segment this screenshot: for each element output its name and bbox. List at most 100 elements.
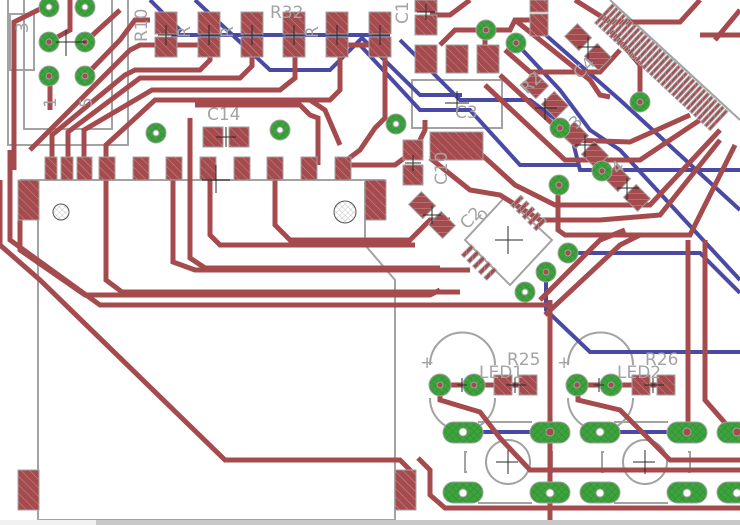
smd-pad[interactable] bbox=[515, 200, 530, 215]
smd-pad[interactable] bbox=[604, 13, 627, 36]
smd-pad[interactable] bbox=[483, 266, 498, 281]
smd-pad[interactable] bbox=[132, 156, 150, 181]
smd-pad[interactable] bbox=[689, 91, 711, 115]
smd-pad[interactable] bbox=[623, 30, 645, 53]
smd-pad[interactable] bbox=[60, 156, 74, 181]
via[interactable] bbox=[514, 281, 536, 303]
smd-pad[interactable] bbox=[678, 81, 700, 104]
smd-pad[interactable] bbox=[199, 156, 217, 181]
smd-pad[interactable] bbox=[521, 205, 536, 221]
smd-pad[interactable] bbox=[656, 61, 678, 84]
via[interactable] bbox=[548, 174, 570, 196]
via[interactable] bbox=[629, 91, 651, 113]
smd-pad[interactable] bbox=[663, 67, 685, 91]
scrollbar-thumb[interactable] bbox=[96, 520, 740, 525]
smd-pad[interactable] bbox=[520, 70, 550, 100]
led1-anode-pad[interactable] bbox=[428, 373, 452, 397]
smd-pad[interactable] bbox=[527, 211, 542, 226]
smd-pad[interactable] bbox=[466, 249, 481, 264]
smd-pad[interactable] bbox=[460, 244, 475, 259]
smd-pad[interactable] bbox=[476, 44, 500, 74]
led1-cathode-pad[interactable] bbox=[462, 373, 486, 397]
smd-pad[interactable] bbox=[707, 108, 729, 132]
smd-pad[interactable] bbox=[445, 44, 469, 74]
smd-pad[interactable] bbox=[44, 156, 58, 181]
smd-pad[interactable] bbox=[667, 71, 689, 94]
header-pad[interactable] bbox=[38, 0, 60, 18]
smd-pad[interactable] bbox=[630, 37, 652, 60]
smd-pad[interactable] bbox=[637, 44, 660, 67]
smd-pad[interactable] bbox=[477, 261, 492, 276]
header-pad[interactable] bbox=[74, 65, 96, 87]
smd-pad[interactable] bbox=[563, 22, 593, 52]
smd-pad[interactable] bbox=[76, 156, 93, 181]
smd-pad[interactable] bbox=[622, 183, 652, 213]
horizontal-scrollbar[interactable] bbox=[0, 520, 740, 525]
smd-pad[interactable] bbox=[703, 105, 725, 128]
smd-pad[interactable] bbox=[529, 0, 549, 13]
sd-shield-pad[interactable] bbox=[17, 469, 40, 511]
button1-pad[interactable] bbox=[442, 421, 484, 444]
via[interactable] bbox=[591, 160, 613, 182]
smd-pad[interactable] bbox=[510, 194, 525, 209]
smd-pad[interactable] bbox=[681, 84, 704, 108]
sd-shield-pad[interactable] bbox=[394, 469, 417, 511]
smd-pad[interactable] bbox=[427, 210, 457, 240]
smd-pad[interactable] bbox=[645, 50, 667, 74]
button3-pad[interactable] bbox=[716, 481, 740, 504]
header-pad[interactable] bbox=[74, 0, 96, 18]
header-pad[interactable] bbox=[38, 65, 60, 87]
button2-pad[interactable] bbox=[666, 421, 708, 444]
sd-shield-pad[interactable] bbox=[364, 179, 387, 221]
via[interactable] bbox=[385, 113, 407, 135]
button3-pad[interactable] bbox=[716, 421, 740, 444]
smd-pad[interactable] bbox=[615, 23, 638, 47]
smd-pad[interactable] bbox=[233, 156, 251, 181]
smd-pad[interactable] bbox=[641, 47, 663, 70]
smd-pad[interactable] bbox=[532, 217, 547, 232]
smd-pad[interactable] bbox=[634, 40, 656, 64]
led2-anode-pad[interactable] bbox=[565, 373, 589, 397]
via[interactable] bbox=[549, 117, 571, 139]
smd-pad[interactable] bbox=[471, 255, 487, 270]
smd-pad[interactable] bbox=[652, 57, 674, 81]
via[interactable] bbox=[557, 242, 579, 264]
smd-pad[interactable] bbox=[626, 33, 649, 57]
via[interactable] bbox=[505, 32, 527, 54]
button1-pad[interactable] bbox=[529, 421, 571, 444]
button2-pad[interactable] bbox=[666, 481, 708, 504]
smd-pad[interactable] bbox=[692, 95, 715, 118]
smd-pad[interactable] bbox=[648, 54, 671, 77]
via[interactable] bbox=[535, 261, 557, 283]
button2-pad[interactable] bbox=[579, 421, 621, 444]
smd-pad[interactable] bbox=[601, 9, 623, 33]
via[interactable] bbox=[269, 119, 291, 141]
smd-pad[interactable] bbox=[266, 156, 284, 181]
smd-pad[interactable] bbox=[685, 88, 707, 111]
smd-pad[interactable] bbox=[529, 13, 549, 37]
smd-pad[interactable] bbox=[696, 98, 718, 122]
smd-pad[interactable] bbox=[619, 26, 641, 50]
smd-pad[interactable] bbox=[659, 64, 682, 87]
smd-pad[interactable] bbox=[334, 156, 352, 181]
smd-pad[interactable] bbox=[612, 20, 634, 43]
smd-pad[interactable] bbox=[407, 190, 437, 220]
smd-pad[interactable] bbox=[583, 42, 613, 72]
smd-pad[interactable] bbox=[674, 78, 696, 101]
smd-pad[interactable] bbox=[608, 16, 630, 40]
smd-pad[interactable] bbox=[540, 90, 570, 120]
mounting-hole[interactable] bbox=[333, 200, 357, 224]
smd-pad[interactable] bbox=[597, 6, 619, 29]
button1-pad[interactable] bbox=[529, 481, 571, 504]
smd-pad[interactable] bbox=[429, 131, 484, 161]
button2-pad[interactable] bbox=[579, 481, 621, 504]
via[interactable] bbox=[145, 122, 167, 144]
smd-pad[interactable] bbox=[414, 44, 438, 74]
smd-pad[interactable] bbox=[593, 3, 616, 26]
smd-pad[interactable] bbox=[670, 74, 693, 98]
sd-shield-pad[interactable] bbox=[17, 179, 40, 221]
via[interactable] bbox=[475, 19, 497, 41]
smd-pad[interactable] bbox=[300, 156, 318, 181]
mounting-hole[interactable] bbox=[52, 203, 70, 221]
